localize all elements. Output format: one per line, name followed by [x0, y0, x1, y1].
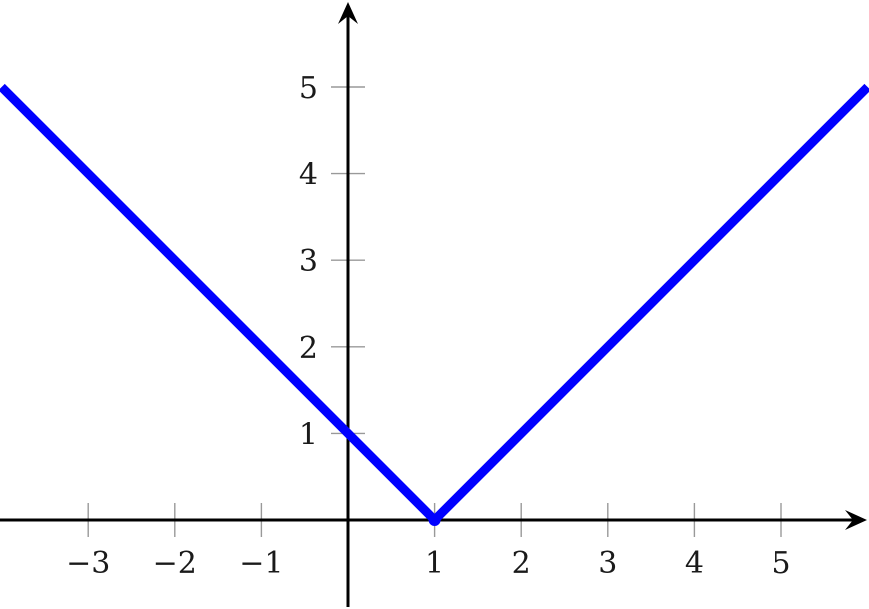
x-tick-label: −3 — [66, 546, 110, 581]
y-tick-label: 4 — [299, 158, 318, 193]
x-tick-label: 4 — [685, 546, 704, 581]
x-tick-label: −2 — [153, 546, 197, 581]
x-tick-label: 3 — [598, 546, 617, 581]
series-layer — [0, 83, 869, 526]
y-axis-arrowhead — [338, 2, 358, 24]
x-tick-label: 5 — [771, 546, 790, 581]
y-tick-label: 3 — [299, 244, 318, 279]
y-tick-label: 2 — [299, 331, 318, 366]
tick-labels: −3 −2 −1 1 2 3 4 5 1 2 3 4 5 — [66, 71, 790, 581]
x-tick-label: 1 — [425, 546, 444, 581]
series-line — [0, 83, 869, 525]
tick-marks — [87, 86, 782, 537]
y-tick-label: 5 — [299, 71, 318, 106]
x-tick-label: 2 — [512, 546, 531, 581]
y-tick-label: 1 — [299, 417, 318, 452]
data-point — [428, 514, 441, 526]
x-tick-label: −1 — [239, 546, 283, 581]
x-axis-arrowhead — [845, 510, 867, 530]
